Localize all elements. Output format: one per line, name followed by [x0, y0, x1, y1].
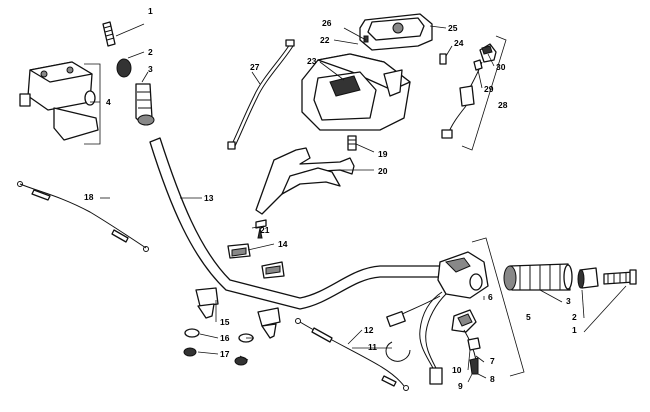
callout-23: 23: [307, 56, 317, 66]
callout-5: 5: [526, 312, 531, 322]
bolt-19: [347, 135, 357, 151]
callout-6: 6: [488, 292, 493, 302]
left-bar-end-screw: [102, 21, 116, 47]
brake-cable: [295, 318, 409, 391]
left-bar-end-weight: [116, 58, 132, 78]
callout-21: 21: [260, 225, 270, 235]
switch-wiring: [386, 291, 481, 385]
callout-30: 30: [496, 62, 506, 72]
left-throttle-cable: [17, 181, 149, 252]
left-grip-assembly: [102, 21, 155, 126]
callout-2-right: 2: [572, 312, 577, 322]
callout-18: 18: [84, 192, 94, 202]
callout-29: 29: [484, 84, 494, 94]
callout-3-right: 3: [566, 296, 571, 306]
callout-26: 26: [322, 18, 332, 28]
right-switch-housing: [437, 251, 489, 299]
callout-7: 7: [490, 356, 495, 366]
callout-15: 15: [220, 317, 230, 327]
brake-master-cylinder: [19, 61, 99, 141]
callout-16: 16: [220, 333, 230, 343]
callout-22: 22: [320, 35, 330, 45]
right-grip-assembly: [503, 263, 637, 291]
callout-8: 8: [490, 374, 495, 384]
callout-25: 25: [448, 23, 458, 33]
callout-2-left: 2: [148, 47, 153, 57]
cable-clip-11: [385, 341, 411, 362]
callouts: 1 2 3 4 5 6 7 8 9 10 11 12 13 14 15 16 1…: [84, 6, 577, 391]
instrument-pod: [301, 13, 447, 131]
callout-13: 13: [204, 193, 214, 203]
handlebar-clamps: [183, 243, 285, 366]
callout-12: 12: [364, 325, 374, 335]
callout-10: 10: [452, 365, 462, 375]
speedometer-cable: [227, 39, 295, 150]
leader-lines: [90, 23, 627, 383]
heater-harness: [441, 43, 497, 139]
callout-17: 17: [220, 349, 230, 359]
callout-19: 19: [378, 149, 388, 159]
callout-24: 24: [454, 38, 464, 48]
group-brackets: [84, 35, 525, 377]
callout-27: 27: [250, 62, 260, 72]
mounting-bracket: [255, 135, 357, 215]
callout-9: 9: [458, 381, 463, 391]
callout-14: 14: [278, 239, 288, 249]
callout-28: 28: [498, 100, 508, 110]
callout-20: 20: [378, 166, 388, 176]
callout-3-left: 3: [148, 64, 153, 74]
callout-11: 11: [368, 342, 377, 352]
callout-1-left: 1: [148, 6, 153, 16]
callout-1-right: 1: [572, 325, 577, 335]
callout-4: 4: [106, 97, 111, 107]
screw-24: [439, 53, 447, 65]
